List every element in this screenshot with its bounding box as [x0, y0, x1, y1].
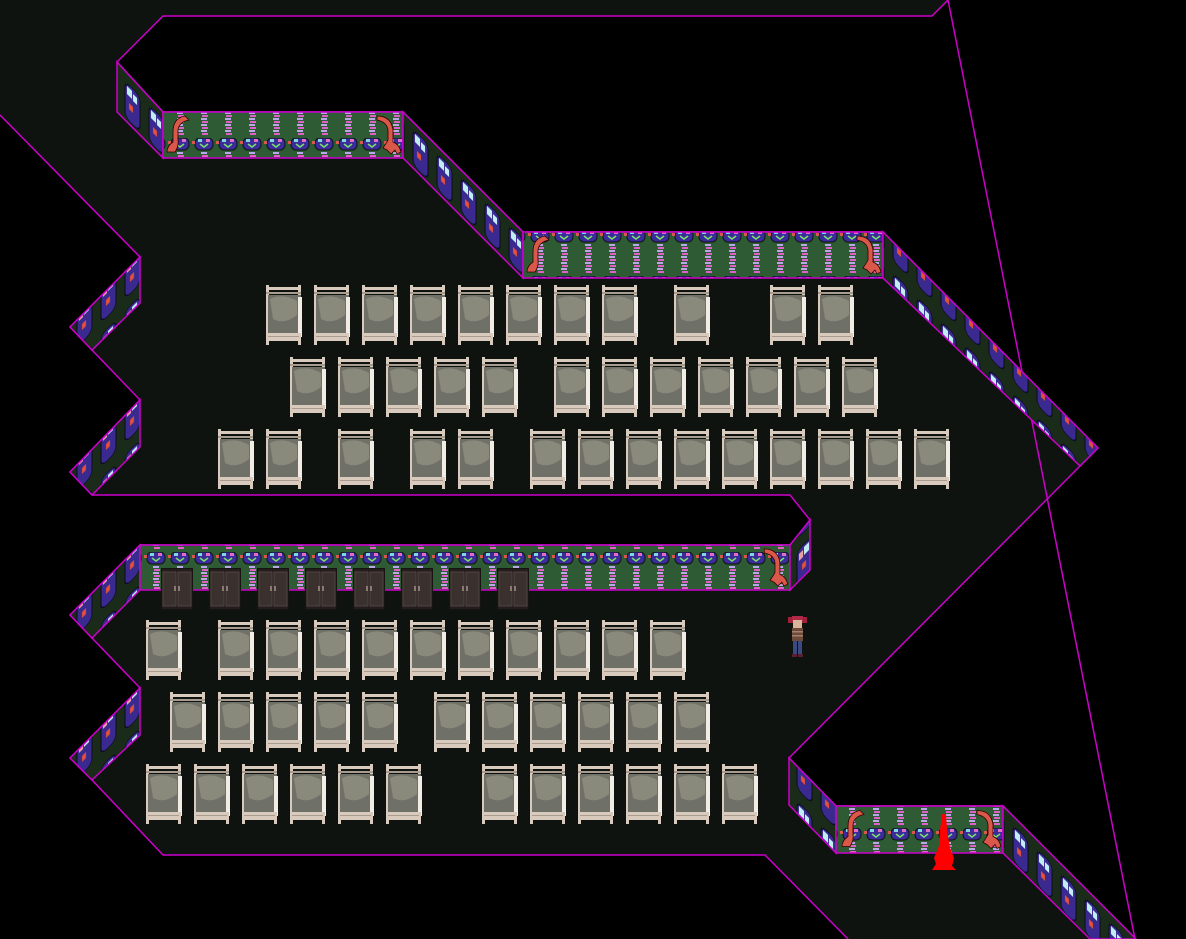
bed-icon: [386, 764, 422, 824]
bed-icon: [626, 692, 662, 752]
bed-icon: [650, 357, 686, 417]
bed-icon: [314, 620, 350, 680]
stall-wall: [68, 398, 141, 497]
bed-icon: [578, 692, 614, 752]
bed-icon: [842, 357, 878, 417]
bed-icon: [770, 285, 806, 345]
bed-icon: [218, 692, 254, 752]
bed-icon: [362, 620, 398, 680]
bed-icon: [530, 692, 566, 752]
bed-icon: [578, 764, 614, 824]
bed-icon: [914, 429, 950, 489]
bed-icon: [410, 285, 446, 345]
bed-icon: [794, 357, 830, 417]
bed-icon: [458, 620, 494, 680]
bed-icon: [218, 620, 254, 680]
bed-icon: [626, 764, 662, 824]
bed-icon: [290, 357, 326, 417]
stall-wall: [789, 517, 811, 592]
bed-icon: [410, 429, 446, 489]
bed-icon: [314, 285, 350, 345]
stall-wall: [68, 686, 141, 782]
wardrobe-icon: [161, 568, 193, 610]
bed-icon: [506, 285, 542, 345]
bed-icon: [434, 692, 470, 752]
wardrobe-icon: [209, 568, 241, 610]
bed-icon: [434, 357, 470, 417]
zipper-wall: [162, 111, 404, 159]
bed-icon: [146, 764, 182, 824]
bed-icon: [602, 285, 638, 345]
wardrobe-icon: [353, 568, 385, 610]
stall-wall: [1002, 804, 1138, 939]
bed-icon: [290, 764, 326, 824]
bed-icon: [362, 692, 398, 752]
bed-icon: [674, 285, 710, 345]
bed-icon: [242, 764, 278, 824]
bed-icon: [218, 429, 254, 489]
bed-icon: [602, 620, 638, 680]
zipper-wall: [522, 231, 884, 279]
wardrobe-icon: [305, 568, 337, 610]
bed-icon: [602, 357, 638, 417]
bed-icon: [266, 620, 302, 680]
bed-icon: [338, 764, 374, 824]
player-character[interactable]: [788, 616, 807, 657]
stall-wall: [882, 230, 1100, 468]
wardrobe-icon: [401, 568, 433, 610]
stall-wall: [68, 255, 141, 352]
bed-icon: [722, 429, 758, 489]
bed-icon: [338, 429, 374, 489]
bed-icon: [554, 357, 590, 417]
bed-icon: [818, 285, 854, 345]
bed-icon: [266, 429, 302, 489]
bed-icon: [314, 692, 350, 752]
bed-icon: [698, 357, 734, 417]
bed-icon: [482, 357, 518, 417]
bed-icon: [554, 620, 590, 680]
bed-icon: [578, 429, 614, 489]
bed-icon: [866, 429, 902, 489]
bed-icon: [722, 764, 758, 824]
bed-icon: [770, 429, 806, 489]
bed-icon: [482, 692, 518, 752]
bed-icon: [674, 764, 710, 824]
wardrobe-icon: [257, 568, 289, 610]
bed-icon: [674, 692, 710, 752]
bed-icon: [650, 620, 686, 680]
bed-icon: [146, 620, 182, 680]
bed-icon: [458, 285, 494, 345]
bed-icon: [818, 429, 854, 489]
bed-icon: [554, 285, 590, 345]
bed-icon: [674, 429, 710, 489]
bed-icon: [194, 764, 230, 824]
bed-icon: [530, 764, 566, 824]
bed-icon: [746, 357, 782, 417]
bed-icon: [482, 764, 518, 824]
bed-icon: [386, 357, 422, 417]
bed-icon: [626, 429, 662, 489]
wardrobe-icon: [497, 568, 529, 610]
bed-icon: [530, 429, 566, 489]
bed-icon: [506, 620, 542, 680]
bed-icon: [458, 429, 494, 489]
bed-icon: [338, 357, 374, 417]
wardrobe-icon: [449, 568, 481, 610]
blood-puddle: [932, 814, 956, 870]
bed-icon: [266, 285, 302, 345]
bed-icon: [170, 692, 206, 752]
bed-icon: [362, 285, 398, 345]
walls: [68, 60, 1138, 939]
bed-icon: [410, 620, 446, 680]
bed-icon: [266, 692, 302, 752]
